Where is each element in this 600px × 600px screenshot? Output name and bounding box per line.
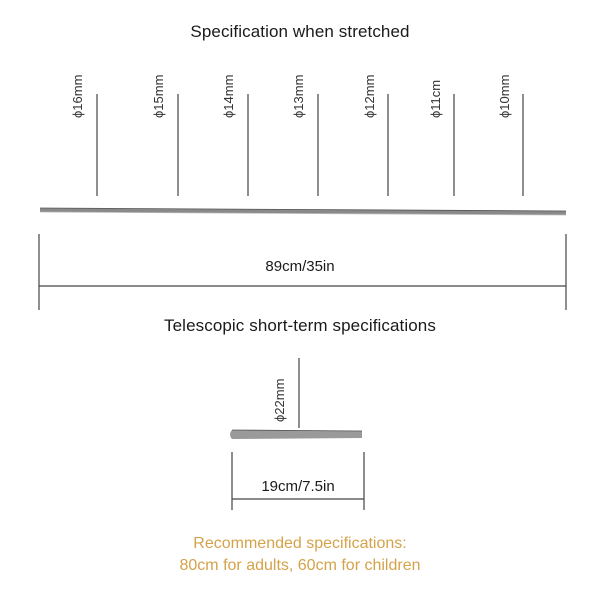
collapsed-rod: [230, 429, 363, 439]
recommendation-note: Recommended specifications: 80cm for adu…: [0, 533, 600, 577]
recommendation-line-2: 80cm for adults, 60cm for children: [179, 557, 421, 574]
collapsed-title: Telescopic short-term specifications: [164, 316, 436, 335]
recommendation-line-1: Recommended specifications:: [193, 535, 407, 552]
stretched-length-label: 89cm/35in: [265, 258, 335, 275]
collapsed-length-label: 19cm/7.5in: [261, 478, 335, 495]
stretched-title: Specification when stretched: [190, 22, 410, 41]
stretched-rod: [39, 207, 567, 216]
collapsed-diameter-label: ϕ22mm: [272, 378, 287, 422]
